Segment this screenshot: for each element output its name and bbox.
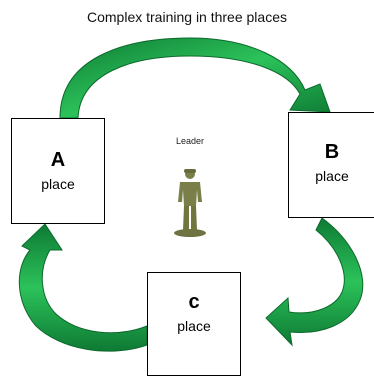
place-a-label: place bbox=[41, 176, 75, 192]
arrow-a-to-b bbox=[59, 37, 331, 119]
leader-label: Leader bbox=[175, 136, 205, 146]
place-b-label: place bbox=[315, 168, 349, 184]
leader-soldier-icon bbox=[174, 169, 206, 237]
place-c-label: place bbox=[177, 318, 211, 334]
place-a-letter: A bbox=[50, 149, 66, 171]
place-c-box: c place bbox=[147, 272, 241, 376]
arrow-b-to-c bbox=[265, 217, 364, 347]
diagram-title: Complex training in three places bbox=[87, 9, 287, 25]
place-b-box: B place bbox=[288, 112, 374, 218]
place-a-box: A place bbox=[11, 118, 105, 224]
place-c-letter: c bbox=[188, 291, 200, 313]
place-b-letter: B bbox=[324, 141, 340, 163]
arrow-c-to-a bbox=[18, 223, 148, 352]
